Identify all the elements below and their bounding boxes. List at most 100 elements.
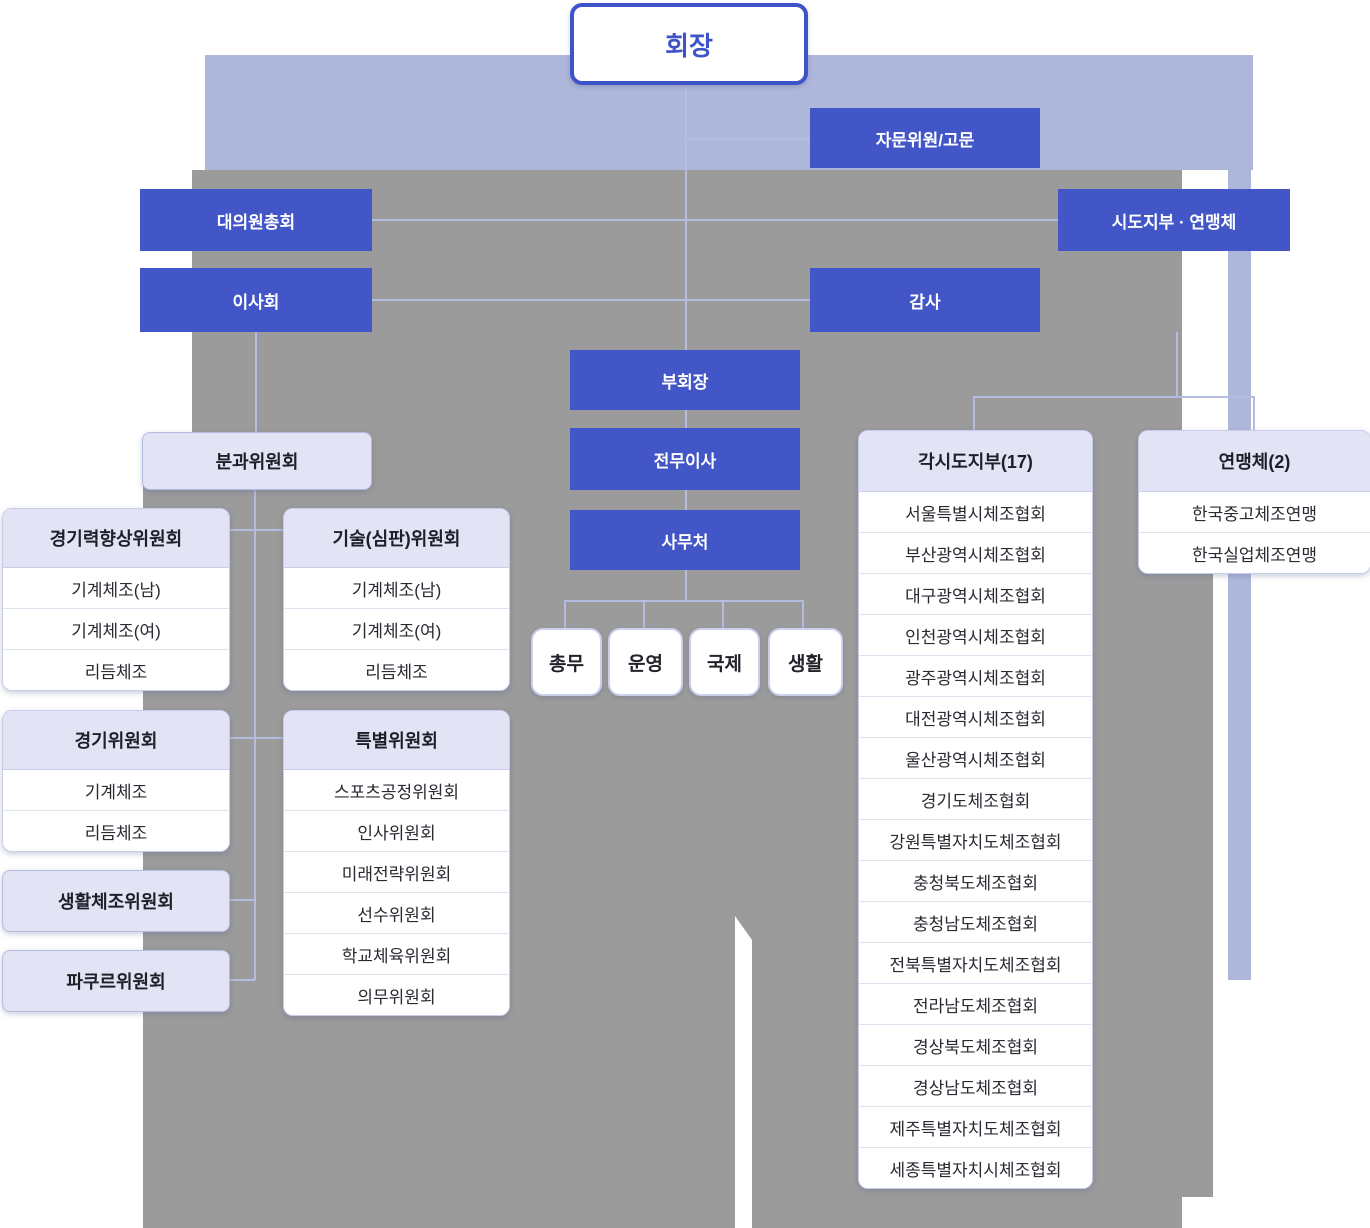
- connector-line: [564, 600, 566, 628]
- connector-line: [372, 299, 810, 301]
- list-item: 경상남도체조협회: [859, 1065, 1092, 1106]
- panel-header: 경기위원회: [3, 711, 229, 770]
- list-item: 리듬체조: [3, 649, 229, 690]
- list-item: 대구광역시체조협회: [859, 573, 1092, 614]
- subcommittee-label: 분과위원회: [215, 452, 299, 472]
- list-item: 미래전략위원회: [284, 851, 509, 892]
- vice-chairman-box: 부회장: [570, 350, 800, 410]
- connector-line: [685, 570, 687, 601]
- connector-line: [564, 600, 804, 602]
- branches-federations-box: 시도지부 · 연맹체: [1058, 189, 1290, 251]
- panel-header: 경기력향상위원회: [3, 509, 229, 568]
- subcommittee-box: 분과위원회: [142, 432, 372, 490]
- advisor-box: 자문위원/고문: [810, 108, 1040, 168]
- list-item: 울산광역시체조협회: [859, 737, 1092, 778]
- panel-header: 기술(심판)위원회: [284, 509, 509, 568]
- audit-label: 감사: [909, 292, 941, 312]
- list-item: 충청남도체조협회: [859, 901, 1092, 942]
- panel-header: 각시도지부(17): [859, 431, 1092, 492]
- list-item: 인천광역시체조협회: [859, 614, 1092, 655]
- list-item: 세종특별자치시체조협회: [859, 1147, 1092, 1188]
- list-item: 기계체조(여): [284, 608, 509, 649]
- dept-international-box: 국제: [689, 628, 760, 696]
- audit-box: 감사: [810, 268, 1040, 332]
- lifestyle-committee-box: 생활체조위원회: [2, 870, 230, 932]
- dept-label: 총무: [549, 653, 584, 675]
- board-label: 이사회: [232, 292, 280, 312]
- list-item: 전북특별자치도체조협회: [859, 942, 1092, 983]
- connector-line: [1253, 396, 1255, 430]
- connector-line: [722, 600, 724, 628]
- vice-chairman-label: 부회장: [661, 372, 709, 392]
- list-item: 서울특별시체조협회: [859, 492, 1092, 532]
- list-item: 학교체육위원회: [284, 933, 509, 974]
- technical-committee-panel: 기술(심판)위원회 기계체조(남) 기계체조(여) 리듬체조: [283, 508, 510, 691]
- connector-line: [255, 332, 257, 432]
- connector-line: [643, 600, 645, 628]
- connector-line: [1176, 332, 1178, 396]
- secretariat-label: 사무처: [661, 532, 709, 552]
- assembly-box: 대의원총회: [140, 189, 372, 251]
- list-item: 기계체조(남): [3, 568, 229, 608]
- list-item: 리듬체조: [3, 810, 229, 851]
- dept-general-affairs-box: 총무: [531, 628, 602, 696]
- connector-line: [973, 396, 1255, 398]
- federations-panel: 연맹체(2) 한국중고체조연맹 한국실업체조연맹: [1138, 430, 1370, 574]
- regional-branches-panel: 각시도지부(17) 서울특별시체조협회 부산광역시체조협회 대구광역시체조협회 …: [858, 430, 1093, 1189]
- parkour-committee-box: 파쿠르위원회: [2, 950, 230, 1012]
- list-item: 광주광역시체조협회: [859, 655, 1092, 696]
- executive-director-box: 전무이사: [570, 428, 800, 490]
- dept-operations-box: 운영: [608, 628, 683, 696]
- connector-line: [686, 138, 810, 140]
- connector-line: [973, 396, 975, 430]
- board-box: 이사회: [140, 268, 372, 332]
- list-item: 의무위원회: [284, 974, 509, 1015]
- list-item: 경기도체조협회: [859, 778, 1092, 819]
- competition-committee-panel: 경기위원회 기계체조 리듬체조: [2, 710, 230, 852]
- list-item: 경상북도체조협회: [859, 1024, 1092, 1065]
- parkour-committee-label: 파쿠르위원회: [66, 972, 166, 992]
- dept-lifestyle-box: 생활: [768, 628, 843, 696]
- connector-line: [802, 600, 804, 628]
- lifestyle-committee-label: 생활체조위원회: [58, 892, 174, 912]
- list-item: 선수위원회: [284, 892, 509, 933]
- connector-line: [685, 77, 687, 350]
- branches-federations-label: 시도지부 · 연맹체: [1111, 212, 1237, 232]
- connector-line: [685, 410, 687, 428]
- list-item: 기계체조(여): [3, 608, 229, 649]
- background-right-band: [1228, 170, 1251, 980]
- list-item: 한국실업체조연맹: [1139, 532, 1370, 573]
- list-item: 스포츠공정위원회: [284, 770, 509, 810]
- connector-line: [228, 899, 255, 901]
- secretariat-box: 사무처: [570, 510, 800, 570]
- advisor-label: 자문위원/고문: [875, 130, 975, 150]
- list-item: 충청북도체조협회: [859, 860, 1092, 901]
- connector-line: [372, 219, 1060, 221]
- background-gray-right-ext: [1182, 572, 1213, 1197]
- panel-header: 특별위원회: [284, 711, 509, 770]
- executive-director-label: 전무이사: [653, 451, 717, 471]
- connector-line: [228, 737, 283, 739]
- background-white-strip: [735, 916, 752, 1228]
- list-item: 전라남도체조협회: [859, 983, 1092, 1024]
- list-item: 제주특별자치도체조협회: [859, 1106, 1092, 1147]
- list-item: 리듬체조: [284, 649, 509, 690]
- chairman-box: 회장: [570, 3, 808, 85]
- connector-line: [685, 490, 687, 510]
- panel-header: 연맹체(2): [1139, 431, 1370, 492]
- list-item: 한국중고체조연맹: [1139, 492, 1370, 532]
- list-item: 기계체조(남): [284, 568, 509, 608]
- list-item: 기계체조: [3, 770, 229, 810]
- performance-committee-panel: 경기력향상위원회 기계체조(남) 기계체조(여) 리듬체조: [2, 508, 230, 691]
- connector-line: [228, 979, 255, 981]
- dept-label: 국제: [707, 653, 742, 675]
- connector-line: [254, 490, 256, 980]
- list-item: 대전광역시체조협회: [859, 696, 1092, 737]
- connector-line: [228, 529, 283, 531]
- special-committee-panel: 특별위원회 스포츠공정위원회 인사위원회 미래전략위원회 선수위원회 학교체육위…: [283, 710, 510, 1016]
- dept-label: 운영: [628, 653, 663, 675]
- assembly-label: 대의원총회: [216, 212, 296, 232]
- chairman-label: 회장: [665, 30, 713, 61]
- list-item: 강원특별자치도체조협회: [859, 819, 1092, 860]
